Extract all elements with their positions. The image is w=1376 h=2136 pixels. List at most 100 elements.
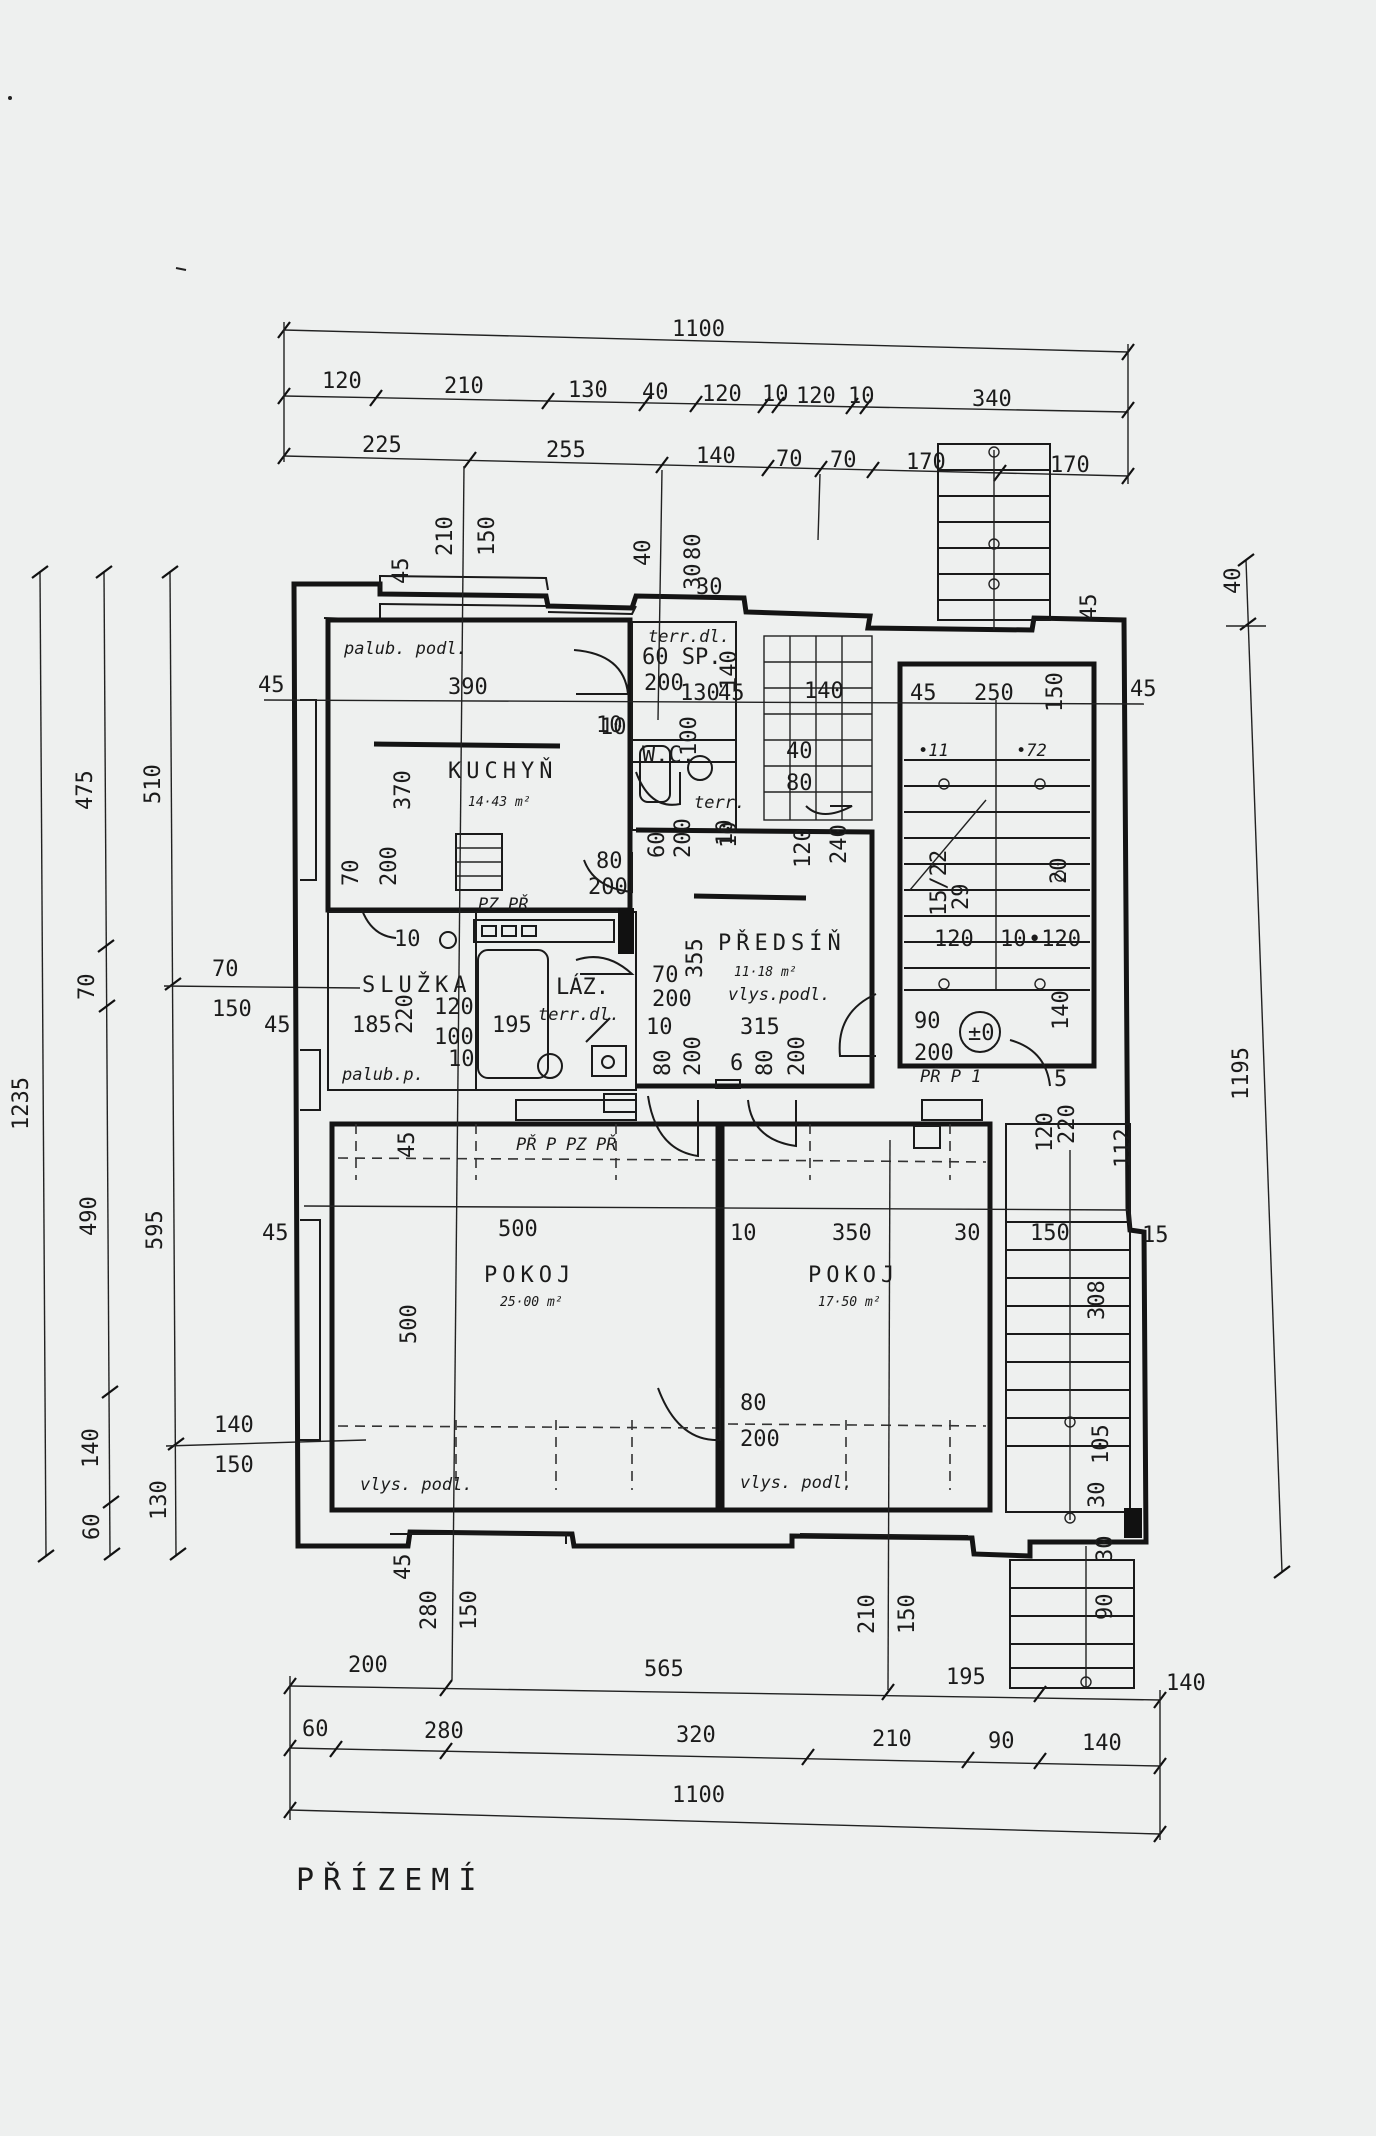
dim-bot-r2-5: 140: [1082, 1731, 1122, 1756]
dim-h-60: 60: [645, 832, 670, 859]
dim-h-70: 70: [652, 963, 679, 988]
room-small-name: POKOJ: [808, 1263, 899, 1288]
dim-bot-r2-4: 90: [988, 1729, 1015, 1754]
dim-bot-r2-2: 320: [676, 1723, 716, 1748]
dim-w-30: 30: [681, 564, 706, 591]
dim-st-200: 200: [914, 1041, 954, 1066]
dim-st-20: 20: [1047, 858, 1072, 885]
wall-post-1: [618, 908, 634, 954]
dim-st-45c: 45: [1077, 594, 1102, 621]
dim-h-315: 315: [740, 1015, 780, 1040]
dim-left-c2-0: 510: [141, 764, 166, 804]
dim-st-150: 150: [1043, 672, 1068, 712]
dim-m-10b: 10: [394, 927, 421, 952]
furn-r4: PŘ: [596, 1133, 616, 1155]
dim-b-45: 45: [391, 1554, 416, 1581]
dim-right-top: 40: [1221, 568, 1246, 595]
room-big-floor: vlys. podl.: [360, 1475, 473, 1495]
dim-top-row2-ticks: [277, 447, 1135, 485]
dim-st-29: 29: [949, 884, 974, 911]
dim-w-10b: 10: [713, 820, 738, 847]
room-labels: palub. podl. KUCHYŇ 14·43 m² SLUŽKA palu…: [341, 627, 995, 1495]
dim-st-72: •72: [1016, 741, 1047, 761]
dim-bot-r1-2: 195: [946, 1665, 986, 1690]
kitchen-area: 14·43 m²: [468, 795, 531, 810]
dim-bot-r2-1: 280: [424, 1719, 464, 1744]
dim-top-r1-2: 130: [568, 378, 608, 403]
dim-top-r1-3: 40: [642, 380, 669, 405]
dim-b-150: 150: [457, 1590, 482, 1630]
room-big-area: 25·00 m²: [500, 1295, 563, 1310]
dim-k-70: 70: [339, 860, 364, 887]
bottom-dimensions: 200 565 195 140 60 280 320 210 90 140 11…: [283, 1653, 1206, 1843]
stray-mark-2: [175, 267, 187, 271]
dim-p-45b: 45: [262, 1221, 289, 1246]
dim-st-140: 140: [1049, 990, 1074, 1030]
dim-w-40: 40: [631, 540, 656, 567]
maid-name: SLUŽKA: [362, 972, 471, 998]
dim-h-200e: 200: [785, 1036, 810, 1076]
dim-e-308: 308: [1085, 1280, 1110, 1320]
right-dimensions: 1195 40: [1221, 553, 1291, 1579]
fixtures: [373, 741, 1001, 1149]
dim-m-45: 45: [264, 1013, 291, 1038]
dim-top-r2-4: 70: [830, 448, 857, 473]
dim-st-1522: 15/22: [927, 850, 952, 916]
dim-b-150b: 150: [895, 1594, 920, 1634]
dim-e-30b: 30: [1093, 1536, 1118, 1563]
dim-s-10: 10: [730, 1221, 757, 1246]
dim-w-45: 45: [718, 681, 745, 706]
dim-left-side-0: 70: [212, 957, 239, 982]
dim-top-r2-1: 255: [546, 438, 586, 463]
dim-h-355: 355: [683, 938, 708, 978]
dim-h-80c: 80: [753, 1050, 778, 1077]
dim-st-11: •11: [918, 741, 949, 761]
dim-m-120: 120: [434, 995, 474, 1020]
tile-grid: [763, 635, 873, 821]
top-dimensions: 1100 120 210 130 40 120 10 120 10 340: [277, 317, 1135, 485]
room-small-area: 17·50 m²: [818, 1295, 881, 1310]
dim-top-r1-0: 120: [322, 369, 362, 394]
furn-r3: PZ: [566, 1135, 587, 1155]
dim-st-90: 90: [914, 1009, 941, 1034]
dim-m-195: 195: [492, 1013, 532, 1038]
dim-h-10: 10: [717, 822, 742, 849]
dim-w-80b: 80: [786, 771, 813, 796]
dim-st-120b: •120: [1028, 927, 1081, 952]
dim-p-500v: 500: [397, 1304, 422, 1344]
dim-st-10: 10: [1000, 927, 1027, 952]
left-dimensions: 1235 475 70 490 140 60 510 595 130 70 15…: [9, 565, 367, 1563]
dim-top-r1-6: 120: [796, 384, 836, 409]
dim-top-r2-0: 225: [362, 433, 402, 458]
dim-e-15: 15: [1142, 1223, 1169, 1248]
toilet: [687, 755, 713, 781]
dim-w-100: 100: [677, 716, 702, 756]
dim-s-80: 80: [740, 1391, 767, 1416]
dim-b-210: 210: [855, 1594, 880, 1634]
dim-bot-r1-0: 200: [348, 1653, 388, 1678]
dim-k-210: 210: [433, 516, 458, 556]
dim-left-total: 1235: [9, 1077, 34, 1130]
bathtub: [477, 949, 549, 1079]
dim-e-120: 120: [1033, 1112, 1058, 1152]
interior-staircase: [904, 700, 1090, 991]
dim-top-r1-1: 210: [444, 374, 484, 399]
dim-e-30: 30: [1085, 1482, 1110, 1509]
dim-w-140: 140: [717, 650, 742, 690]
pantry-name: 60 SP.: [642, 645, 721, 670]
hall-name: PŘEDSÍŇ: [718, 930, 846, 956]
ceiling-dashes: [337, 1124, 987, 1490]
dim-h-80b: 80: [651, 1050, 676, 1077]
dim-w-80: 80: [681, 534, 706, 561]
kitchen-floor: palub. podl.: [343, 639, 467, 659]
dim-left-c1-1: 70: [75, 974, 100, 1001]
dim-k-370: 370: [391, 770, 416, 810]
entrance-stair: [1006, 1150, 1130, 1524]
dim-top-r1-5: 10: [762, 382, 789, 407]
dim-b-280: 280: [417, 1590, 442, 1630]
dim-e-220: 220: [1055, 1104, 1080, 1144]
dim-h-200: 200: [588, 875, 628, 900]
dim-h-240: 240: [827, 824, 852, 864]
dim-p-500: 500: [498, 1217, 538, 1242]
